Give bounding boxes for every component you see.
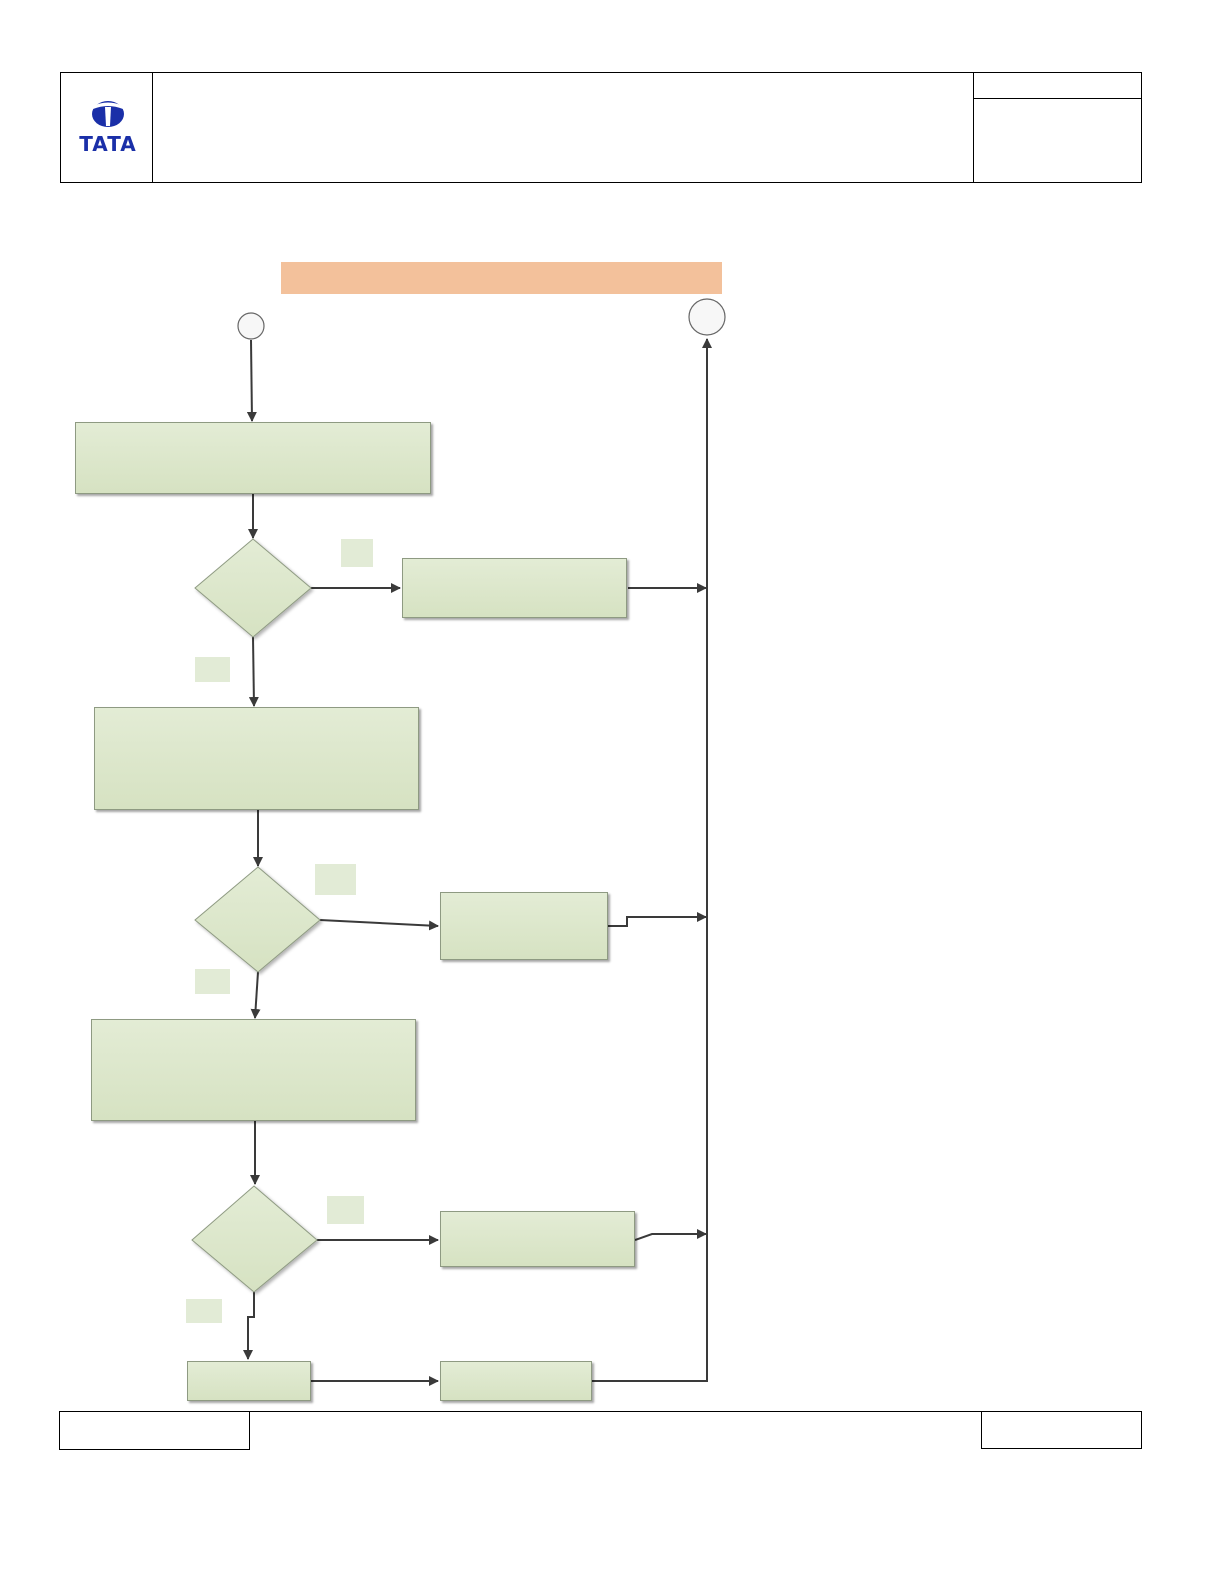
tata-logo-text: TATA — [79, 132, 137, 156]
branch-tag-2-down — [195, 969, 230, 994]
header-logo-cell — [60, 72, 153, 183]
bottom-left-box — [187, 1361, 311, 1401]
side-box-3 — [440, 1211, 635, 1267]
tata-logo-icon — [92, 101, 124, 127]
footer-left-cell — [59, 1411, 250, 1450]
header-title-cell — [152, 72, 974, 183]
branch-tag-1-down — [195, 657, 230, 682]
flow-title-banner — [281, 262, 722, 294]
decision-3 — [191, 1185, 318, 1293]
process-box-3 — [91, 1019, 416, 1121]
header-revision-cell — [973, 98, 1142, 183]
branch-tag-1-right — [341, 539, 373, 567]
process-box-2 — [94, 707, 419, 810]
branch-tag-3-down — [186, 1299, 222, 1323]
branch-tag-2-right — [315, 864, 356, 895]
process-box-1 — [75, 422, 431, 494]
footer-rule — [59, 1411, 1142, 1412]
branch-tag-3-right — [327, 1196, 364, 1224]
bottom-right-box — [440, 1361, 592, 1401]
start-terminal — [237, 312, 265, 340]
side-box-2 — [440, 892, 608, 960]
side-box-1 — [402, 558, 627, 618]
tata-logo: TATA — [72, 96, 144, 156]
footer-right-cell — [981, 1411, 1142, 1449]
end-terminal — [688, 298, 726, 336]
decision-2 — [194, 866, 321, 973]
decision-1 — [194, 538, 312, 638]
